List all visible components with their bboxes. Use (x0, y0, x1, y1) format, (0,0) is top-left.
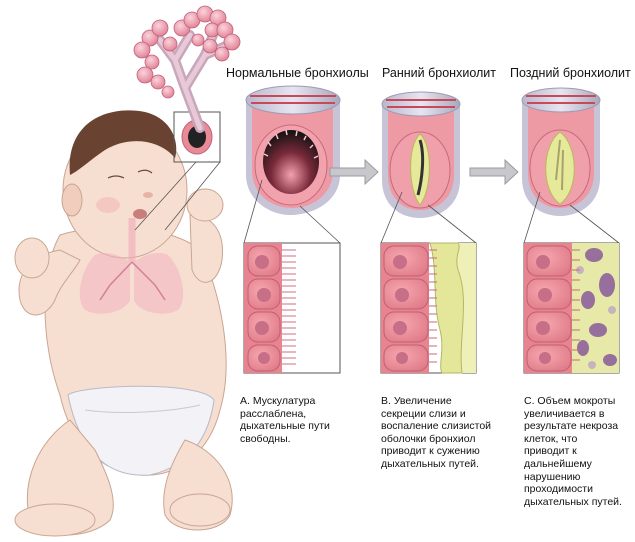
caption-b: В. Увеличение секреции слизи и воспалени… (381, 395, 506, 471)
detail-panel-late (524, 243, 619, 373)
bronchial-tree (134, 6, 240, 128)
bronchiole-section-early (382, 92, 460, 218)
caption-a: А. Мускулатура расслаблена, дыхательные … (240, 395, 360, 445)
arrow-right-2 (470, 160, 518, 184)
bronchiole-section-late (522, 88, 600, 216)
infant-illustration (15, 110, 232, 536)
detail-panel-normal (244, 243, 340, 373)
bronchiole-section-normal (246, 86, 340, 215)
detail-panel-early (381, 243, 476, 373)
caption-c: С. Объем мокроты увеличивается в результ… (524, 395, 634, 508)
